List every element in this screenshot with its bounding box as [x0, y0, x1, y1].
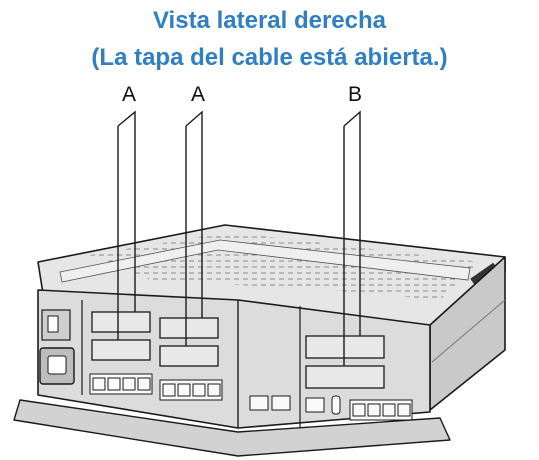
top-side-grille [470, 262, 498, 286]
rj-port-single-center [305, 397, 325, 413]
card-slot-a2-upper [159, 317, 219, 339]
card-slot-a1-upper [91, 311, 151, 333]
card-slot-b-lower [305, 365, 385, 389]
callout-lines-b [343, 110, 361, 366]
cable-cover-flap [13, 399, 451, 457]
card-slot-a1-lower [91, 339, 151, 361]
card-slot-a2-lower [159, 345, 219, 367]
usb-port-icon [331, 395, 341, 415]
rj-port-row-left [89, 373, 153, 395]
callout-lines-a-left [117, 110, 136, 340]
top-raised-ridge [59, 239, 471, 283]
callout-a-right: A [191, 83, 206, 106]
rj-port-row-middle [159, 379, 223, 401]
card-slot-b-upper [305, 335, 385, 359]
callout-lines-a-right [185, 110, 203, 346]
callout-b: B [348, 83, 363, 106]
rj-port-pair-center [249, 395, 291, 411]
title-line-2: (La tapa del cable está abierta.) [91, 44, 448, 71]
rj-port-row-right [349, 399, 413, 421]
title-line-1: Vista lateral derecha [152, 7, 387, 34]
callout-a-left: A [122, 83, 137, 106]
power-switch-icon [47, 315, 59, 333]
